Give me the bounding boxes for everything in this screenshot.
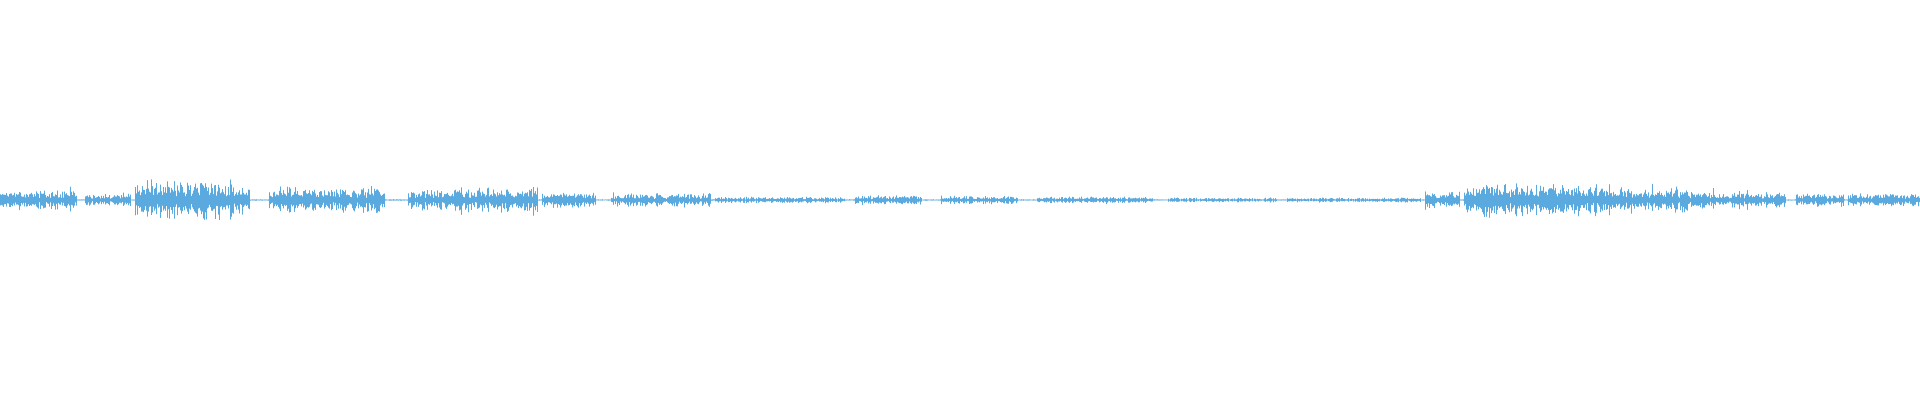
waveform-trace: [0, 179, 1920, 221]
